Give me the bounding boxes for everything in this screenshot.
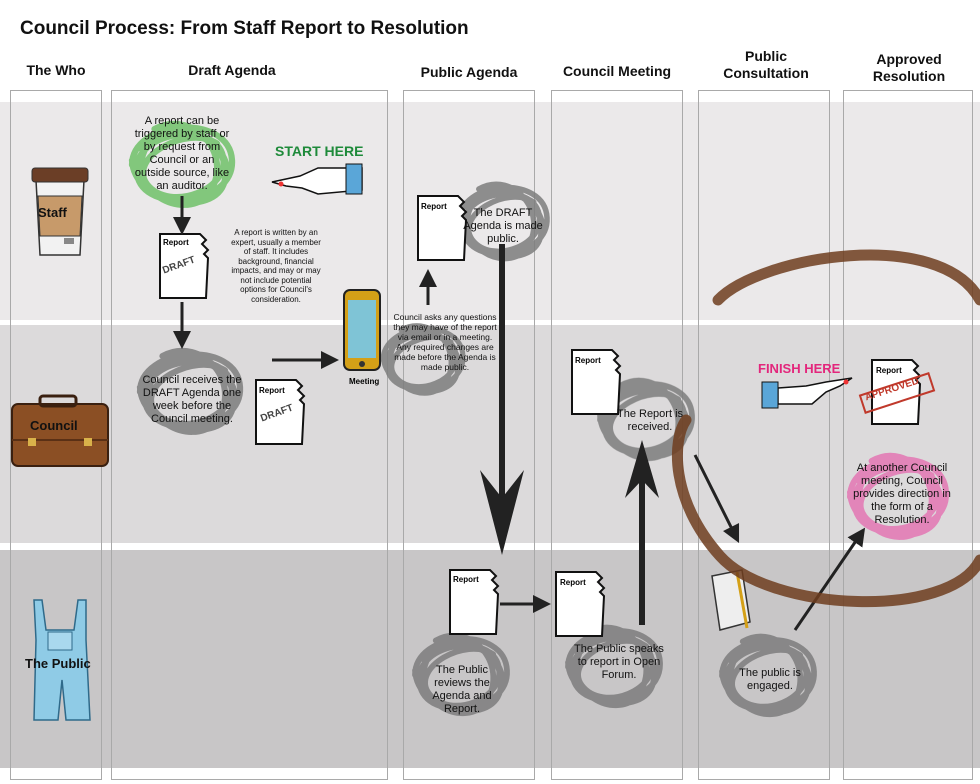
- note-public-reviews: The Public reviews the Agenda and Report…: [432, 664, 492, 715]
- note-draft-public: The DRAFT Agenda is made public.: [463, 207, 543, 245]
- note-council-asks: Council asks any questions they may have…: [393, 312, 497, 372]
- header-approved-resolution: Approved Resolution: [872, 51, 946, 84]
- doc-report-label: Report: [259, 386, 285, 395]
- note-public-speaks: The Public speaks to report in Open Foru…: [574, 643, 664, 681]
- header-draft-agenda: Draft Agenda: [188, 62, 276, 78]
- page-title: Council Process: From Staff Report to Re…: [20, 18, 469, 39]
- finish-here-label: FINISH HERE: [758, 361, 841, 376]
- note-council-receives: Council receives the DRAFT Agenda one we…: [142, 374, 242, 425]
- coffee-cup-icon: [31, 167, 89, 256]
- note-resolution: At another Council meeting, Council prov…: [853, 462, 951, 526]
- meeting-label: Meeting: [349, 377, 380, 386]
- header-public-consultation: Public Consultation: [723, 48, 809, 81]
- column-approved-resolution: [843, 90, 973, 780]
- column-public-consultation: [698, 90, 830, 780]
- column-public-agenda: [403, 90, 535, 780]
- header-who: The Who: [26, 62, 86, 78]
- phone-icon: [343, 289, 381, 371]
- approved-stamp: [858, 372, 936, 414]
- header-public-agenda: Public Agenda: [420, 64, 518, 80]
- column-draft-agenda: [111, 90, 388, 780]
- doc-report-label: Report: [453, 575, 479, 584]
- coffee-stain: [671, 249, 980, 607]
- lane-label-staff: Staff: [38, 205, 67, 220]
- doc-report-label: Report: [560, 578, 586, 587]
- lane-label-public: The Public: [25, 656, 91, 671]
- briefcase-icon: [11, 394, 109, 467]
- overalls-icon: [33, 599, 91, 721]
- finish-hand-icon: [761, 377, 853, 409]
- lane-label-council: Council: [30, 418, 78, 433]
- header-council-meeting: Council Meeting: [562, 63, 672, 79]
- start-here-label: START HERE: [275, 143, 364, 159]
- doc-report-label: Report: [575, 356, 601, 365]
- note-report-written: A report is written by an expert, usuall…: [231, 228, 321, 304]
- doc-report-label: Report: [421, 202, 447, 211]
- start-hand-icon: [271, 163, 363, 195]
- doc-report-label: Report: [163, 238, 189, 247]
- note-report-received: The Report is received.: [616, 408, 684, 433]
- note-trigger: A report can be triggered by staff or by…: [134, 115, 230, 192]
- note-public-engaged: The public is engaged.: [739, 667, 801, 692]
- doc-report-label: Report: [876, 366, 902, 375]
